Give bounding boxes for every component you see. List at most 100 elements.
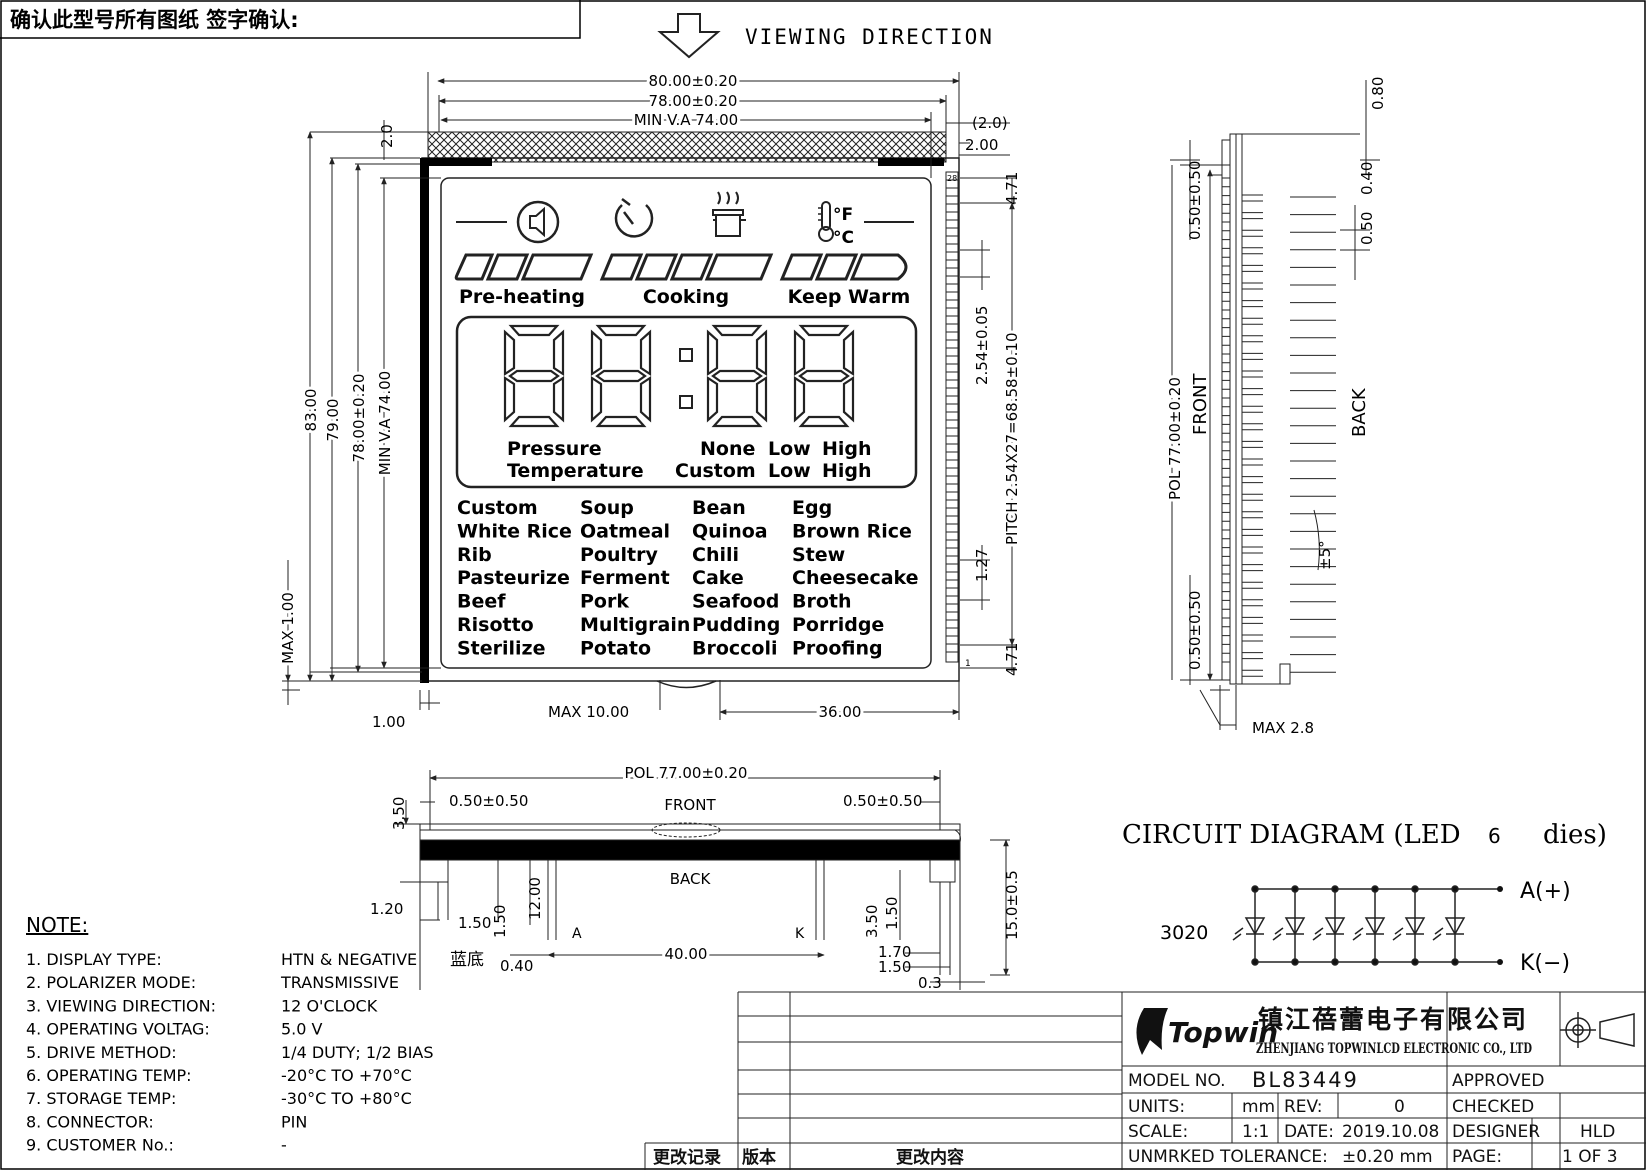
bottom-0-50-right: 0.50±0.50 [843, 792, 922, 810]
scale-value: 1:1 [1242, 1122, 1269, 1142]
rev-label: REV: [1284, 1097, 1323, 1117]
label-high-1: High [822, 438, 872, 460]
led-icon [1232, 885, 1266, 966]
note-value: PIN [281, 1112, 307, 1131]
menu-item: Multigrain [580, 614, 690, 636]
note-label: 9. CUSTOMER No.: [26, 1136, 174, 1155]
bottom-1-20: 1.20 [370, 900, 403, 918]
model-number: BL83449 [1252, 1068, 1359, 1092]
logo-text: Topwin [1168, 1016, 1278, 1049]
menu-item: Chili [692, 544, 739, 566]
thermometer-icon [818, 201, 834, 242]
circuit-title: CIRCUIT DIAGRAM (LED [1122, 820, 1461, 850]
dim-max-1: MAX 1.00 [279, 592, 297, 664]
date-label: DATE: [1284, 1122, 1334, 1142]
rev-value: 0 [1394, 1097, 1405, 1117]
menu-item: Bean [692, 497, 746, 519]
dim-pitch: PITCH 2.54X27=68.58±0.10 [1003, 332, 1021, 545]
side-0-50: 0.50 [1358, 212, 1376, 245]
viewing-area [440, 177, 932, 669]
digit-box [455, 315, 918, 489]
pin-k-label: K [795, 926, 805, 942]
dim-2-54: 2.54±0.05 [973, 306, 991, 385]
model-label: MODEL NO. [1128, 1071, 1226, 1091]
dim-right-2-00: 2.00 [965, 136, 998, 154]
stage-keep-warm: Keep Warm [788, 286, 911, 308]
revision-record-label: 更改记录 [653, 1147, 721, 1168]
led-array [1232, 885, 1503, 966]
scale-label: SCALE: [1128, 1122, 1188, 1142]
header: 确认此型号所有图纸 签字确认: VIEWING DIRECTION [0, 0, 994, 59]
note-value: 5.0 V [281, 1020, 323, 1039]
dim-min-va-v: MIN V.A 74.00 [376, 371, 394, 475]
digit-1 [503, 324, 565, 428]
designer-label: DESIGNER [1452, 1122, 1540, 1142]
projection-symbol-icon [1560, 1012, 1635, 1048]
dim-top-2-0: 2.0 [378, 124, 396, 148]
menu-item: Quinoa [692, 520, 768, 542]
front-view: 28 1 °F °C [420, 131, 971, 689]
side-0-50-bot: 0.50±0.50 [1186, 591, 1204, 670]
bottom-1-50-r: 1.50 [883, 897, 901, 930]
menu-item: Cake [692, 567, 744, 589]
anode-label: A(+) [1520, 879, 1571, 904]
bottom-1-50-v: 1.50 [491, 905, 509, 938]
menu-item: Stew [792, 544, 845, 566]
menu-item: Egg [792, 497, 832, 519]
menu-item: Rib [457, 544, 492, 566]
units-value: mm [1242, 1097, 1275, 1117]
confirm-text: 确认此型号所有图纸 签字确认: [10, 8, 299, 32]
menu-item: Porridge [792, 614, 884, 636]
label-custom: Custom [675, 460, 756, 482]
dim-36: 36.00 [819, 703, 862, 721]
led-icon [1432, 885, 1466, 966]
menu-item: Pudding [692, 614, 780, 636]
title-block-text: Topwin 镇江蓓蕾电子有限公司 ZHENJIANG TOPWINLCD EL… [653, 1005, 1635, 1168]
unit-c: °C [833, 228, 854, 248]
viewing-direction-label: VIEWING DIRECTION [745, 25, 994, 49]
stage-preheating: Pre-heating [459, 286, 585, 308]
menu-item: Broth [792, 591, 852, 613]
note-label: 2. POLARIZER MODE: [26, 973, 196, 992]
note-value: - [281, 1136, 287, 1155]
led-icon [1312, 885, 1346, 966]
dim-4-71-top: 4.71 [1003, 172, 1021, 205]
side-max-2-8: MAX 2.8 [1252, 719, 1314, 737]
title-block [644, 991, 1646, 1170]
menu-item: Proofing [792, 637, 883, 659]
menu-item: Brown Rice [792, 520, 912, 542]
note-value: 1/4 DUTY; 1/2 BIAS [281, 1043, 434, 1062]
dim-78: 78.00±0.20 [649, 92, 738, 110]
tolerance-label: UNMRKED TOLERANCE: [1128, 1147, 1328, 1167]
circuit-diagram: CIRCUIT DIAGRAM (LED 6 dies) A(+) K(−) 3… [1122, 820, 1607, 976]
digit-4 [793, 324, 855, 428]
designer-value: HLD [1580, 1122, 1615, 1142]
pin-1-label: 1 [965, 659, 971, 669]
dim-4-71-bot: 4.71 [1003, 643, 1021, 676]
menu-item: Cheesecake [792, 567, 919, 589]
label-temperature: Temperature [507, 460, 644, 482]
side-view [1170, 80, 1380, 730]
colon-bottom [679, 395, 693, 409]
dim-78-v: 78.00±0.20 [350, 374, 368, 463]
steaming-pot-icon [712, 191, 746, 237]
date-value: 2019.10.08 [1342, 1122, 1439, 1142]
label-high-2: High [822, 460, 872, 482]
note-value: 12 O'CLOCK [281, 996, 378, 1015]
label-none: None [700, 438, 755, 460]
menu-item: Pasteurize [457, 567, 570, 589]
menu-item: Soup [580, 497, 634, 519]
menu-item: Poultry [580, 544, 658, 566]
note-value: -20°C TO +70°C [281, 1066, 412, 1085]
note-label: 3. VIEWING DIRECTION: [26, 996, 216, 1015]
dim-right-2-0: (2.0) [972, 114, 1008, 132]
unit-f: °F [833, 205, 853, 225]
note-value: HTN & NEGATIVE [281, 950, 417, 969]
led-type: 3020 [1160, 922, 1208, 944]
circuit-count: 6 [1488, 824, 1501, 848]
change-content-label: 更改内容 [896, 1147, 964, 1168]
menu-item: Custom [457, 497, 538, 519]
menu-item: Ferment [580, 567, 670, 589]
label-low-2: Low [768, 460, 811, 482]
